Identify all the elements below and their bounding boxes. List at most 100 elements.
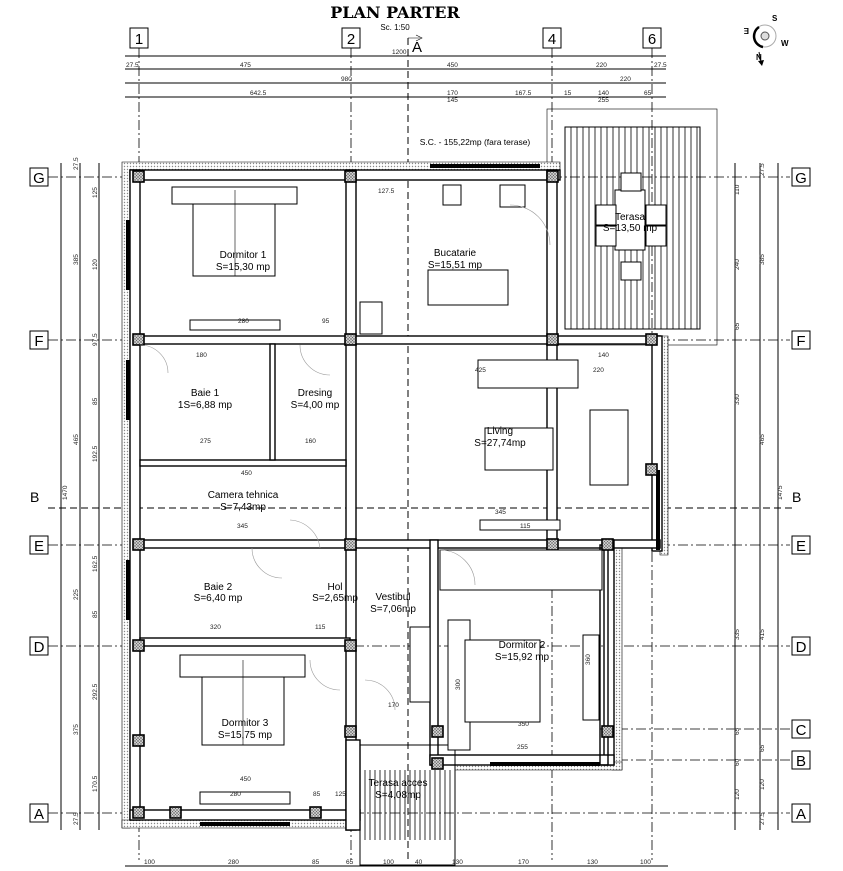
svg-text:130: 130 [587,859,598,866]
furniture [171,184,629,805]
svg-text:27.5: 27.5 [759,163,766,176]
svg-text:85: 85 [92,397,99,405]
svg-text:65: 65 [759,744,766,752]
section-arrow-icon [408,34,423,42]
svg-text:100: 100 [640,859,651,866]
svg-text:220: 220 [596,62,607,69]
svg-text:160: 160 [305,438,316,445]
svg-text:N: N [756,53,762,62]
svg-text:85: 85 [92,610,99,618]
svg-text:120: 120 [92,259,99,270]
svg-text:120: 120 [759,779,766,790]
svg-text:Hol: Hol [327,582,342,593]
svg-text:320: 320 [210,624,221,631]
svg-text:D: D [796,639,807,656]
svg-text:Baie 1: Baie 1 [191,388,220,399]
svg-text:350: 350 [518,721,529,728]
svg-text:Terasa: Terasa [615,212,645,223]
svg-text:292.5: 292.5 [92,683,99,700]
svg-text:110: 110 [734,184,741,195]
svg-text:S=6,40 mp: S=6,40 mp [194,593,243,604]
svg-text:S=4,08mp: S=4,08mp [375,790,421,801]
svg-text:240: 240 [734,259,741,270]
svg-text:27.5: 27.5 [126,62,139,69]
svg-text:E: E [743,26,749,35]
svg-text:450: 450 [447,62,458,69]
svg-text:S=27,74mp: S=27,74mp [474,438,526,449]
room-dormitor-2: Dormitor 2S=15,92 mp [495,640,550,663]
built-area-summary: S.C. - 155,22mp (fara terase) [420,137,531,147]
svg-text:170: 170 [518,859,529,866]
svg-text:280: 280 [228,859,239,866]
svg-text:Dormitor 1: Dormitor 1 [220,250,267,261]
plan-title: PLAN PARTER [330,3,460,22]
svg-text:Living: Living [487,426,513,437]
svg-text:100: 100 [144,859,155,866]
axis-bubble-6: 6 [642,27,662,49]
dimensions-left: 1470 27.5 385 465 225 375 27.5 125 120 9… [60,157,100,830]
dimensions-inner: 280 95 180 275 160 450 345 320 115 450 2… [196,188,609,798]
svg-text:465: 465 [73,434,80,445]
svg-text:65: 65 [734,322,741,330]
svg-text:115: 115 [315,624,326,631]
columns [132,170,658,819]
svg-text:E: E [34,538,44,555]
svg-text:140: 140 [598,352,609,359]
room-baie-2: Baie 2S=6,40 mp [194,582,243,604]
svg-text:S=2,65mp: S=2,65mp [312,593,358,604]
svg-text:130: 130 [452,859,463,866]
svg-text:127.5: 127.5 [378,188,395,195]
section-b-left: B [30,489,39,505]
axis-bubbles-right: G F E D C B A B [791,167,811,823]
svg-text:B: B [796,753,806,770]
svg-text:330: 330 [734,394,741,405]
svg-text:980: 980 [341,76,352,83]
svg-text:450: 450 [241,470,252,477]
svg-text:27.5: 27.5 [73,157,80,170]
scale-label: Sc. 1:50 [380,23,410,32]
svg-text:95: 95 [322,318,330,325]
grid-axes [48,38,795,860]
svg-text:335: 335 [734,629,741,640]
svg-text:27.5: 27.5 [73,812,80,825]
svg-text:Bucatarie: Bucatarie [434,248,477,259]
svg-text:S=13,50 mp: S=13,50 mp [603,223,658,234]
svg-text:275: 275 [200,438,211,445]
svg-text:145: 145 [447,97,458,104]
svg-text:385: 385 [759,254,766,265]
svg-text:170.5: 170.5 [92,775,99,792]
svg-text:W: W [781,39,789,48]
svg-text:100: 100 [383,859,394,866]
svg-text:180: 180 [196,352,207,359]
svg-text:115: 115 [520,523,531,530]
svg-text:S=15,51 mp: S=15,51 mp [428,260,483,271]
svg-text:S=4,00 mp: S=4,00 mp [291,400,340,411]
svg-text:E: E [796,538,806,555]
svg-text:Dormitor 2: Dormitor 2 [499,640,546,651]
svg-text:27.5: 27.5 [759,812,766,825]
svg-text:125: 125 [335,791,346,798]
svg-text:S: S [772,14,778,23]
svg-text:S=7,06mp: S=7,06mp [370,604,416,615]
svg-text:1470: 1470 [62,485,69,500]
svg-text:300: 300 [455,679,462,690]
svg-text:27.5: 27.5 [654,62,667,69]
svg-text:162.5: 162.5 [92,555,99,572]
room-dormitor-1: Dormitor 1S=15,30 mp [216,250,271,273]
svg-text:60: 60 [734,758,741,766]
dimensions-bottom: 100 280 85 65 100 40 130 170 130 100 [125,859,668,867]
room-baie-1: Baie 11S=6,88 mp [178,388,233,411]
svg-text:220: 220 [620,76,631,83]
dimensions-top: 1200 27.5 475 450 220 27.5 980 220 642.5… [125,49,667,104]
svg-text:S=15,30 mp: S=15,30 mp [216,262,271,273]
svg-text:192.5: 192.5 [92,445,99,462]
svg-text:1475: 1475 [777,485,784,500]
svg-text:425: 425 [475,367,486,374]
svg-text:65: 65 [644,90,652,97]
svg-text:170: 170 [388,702,399,709]
